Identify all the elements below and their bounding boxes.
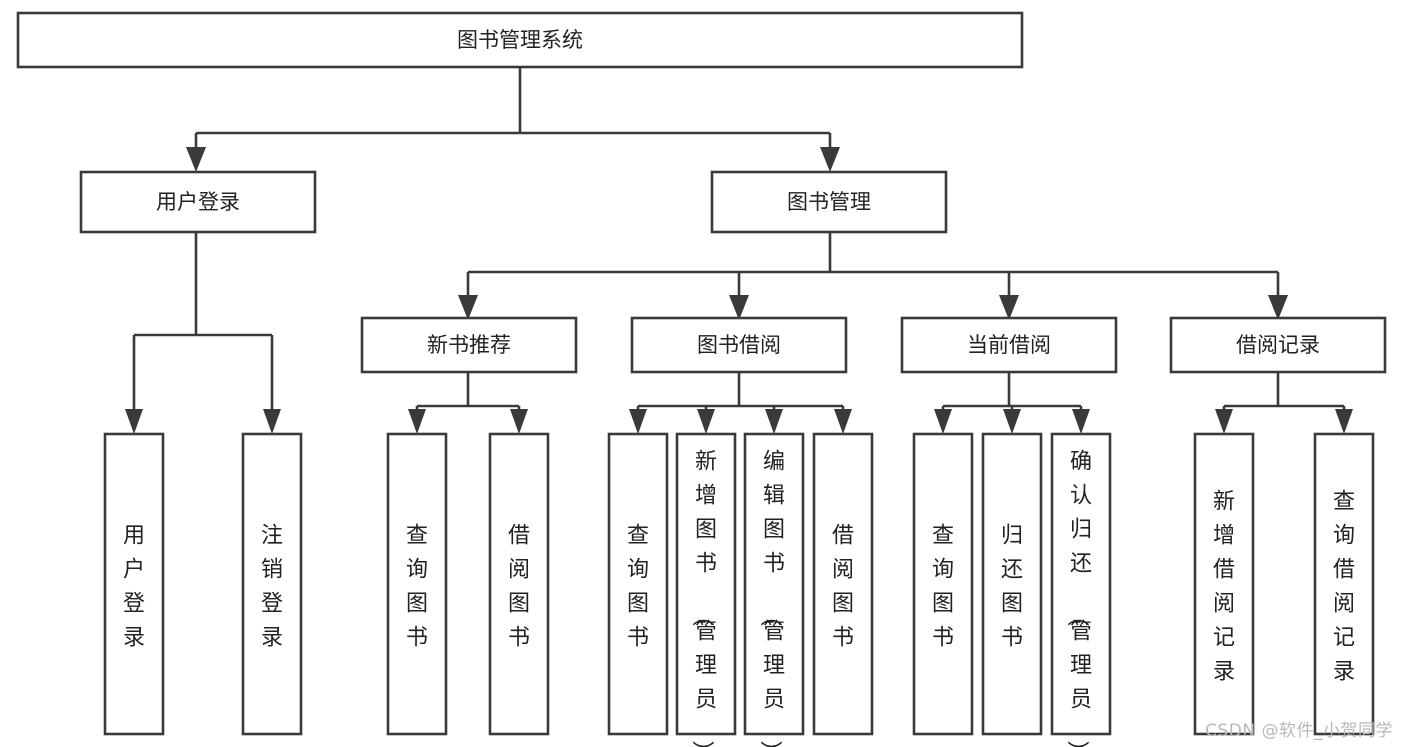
leaf-current-return-label: 归还图书 [1001, 524, 1023, 651]
arrow-user-leaf-2 [263, 409, 281, 434]
leaf-record-add-box[interactable] [1193, 432, 1255, 736]
leaf-borrow-borrow-box[interactable] [812, 432, 874, 736]
arrow-root-to-book [820, 147, 840, 172]
node-borrow-record-label: 借阅记录 [1236, 333, 1320, 357]
node-book-management-label: 图书管理 [787, 190, 871, 214]
leaf-record-query-box[interactable] [1313, 432, 1375, 736]
leaf-borrow-add-label: 新增图书（管理员） [689, 450, 717, 747]
leaf-user-logout-label: 注销登录 [261, 524, 283, 651]
arrow-record-leaf-1 [1215, 409, 1233, 434]
leaf-borrow-edit[interactable]: 编辑图书（管理员） [743, 432, 805, 747]
node-root-label: 图书管理系统 [457, 28, 583, 52]
node-user-login[interactable]: 用户登录 [79, 170, 317, 234]
leaf-current-return-box[interactable] [981, 432, 1043, 736]
leaf-record-add-label: 新增借阅记录 [1213, 490, 1235, 685]
node-user-login-label: 用户登录 [156, 190, 240, 214]
node-root-box[interactable] [16, 11, 1024, 69]
leaf-borrow-add[interactable]: 新增图书（管理员） [675, 432, 737, 747]
node-current-borrow-box[interactable] [900, 316, 1118, 374]
leaf-user-login-login-box[interactable] [103, 432, 165, 736]
arrow-user-leaf-1 [125, 409, 143, 434]
node-new-book-recommend[interactable]: 新书推荐 [360, 316, 578, 374]
leaf-user-logout-box[interactable] [241, 432, 303, 736]
leaf-current-confirm-return[interactable]: 确认归还（管理员） [1050, 432, 1112, 747]
arrow-newbook-leaf-1 [408, 409, 426, 434]
arrow-newbook-leaf-2 [510, 409, 528, 434]
leaf-current-return[interactable]: 归还图书 [981, 432, 1043, 736]
leaf-record-query-label: 查询借阅记录 [1333, 490, 1355, 685]
leaf-user-login-login[interactable]: 用户登录 [103, 432, 165, 736]
node-book-borrow[interactable]: 图书借阅 [630, 316, 848, 374]
node-book-borrow-box[interactable] [630, 316, 848, 374]
leaf-borrow-edit-box[interactable] [743, 432, 805, 736]
node-current-borrow[interactable]: 当前借阅 [900, 316, 1118, 374]
leaf-newbook-query[interactable]: 查询图书 [386, 432, 448, 736]
arrow-borrow-leaf-2 [697, 409, 715, 434]
leaf-current-confirm-return-label: 确认归还（管理员） [1064, 450, 1092, 747]
leaf-newbook-borrow-label: 借阅图书 [508, 524, 530, 651]
leaf-borrow-query-label: 查询图书 [627, 524, 649, 651]
arrow-book-to-l3-3 [999, 295, 1019, 320]
node-user-login-box[interactable] [79, 170, 317, 234]
leaf-newbook-borrow[interactable]: 借阅图书 [488, 432, 550, 736]
node-current-borrow-label: 当前借阅 [967, 333, 1051, 357]
node-book-management[interactable]: 图书管理 [710, 170, 948, 234]
node-root[interactable]: 图书管理系统 [16, 11, 1024, 69]
connector-layer [125, 67, 1353, 434]
leaf-user-logout[interactable]: 注销登录 [241, 432, 303, 736]
arrow-record-leaf-2 [1335, 409, 1353, 434]
leaf-newbook-borrow-box[interactable] [488, 432, 550, 736]
arrow-borrow-leaf-3 [765, 409, 783, 434]
arrow-book-to-l3-4 [1268, 295, 1288, 320]
leaf-newbook-query-label: 查询图书 [406, 524, 428, 651]
arrow-current-leaf-2 [1003, 409, 1021, 434]
leaf-borrow-borrow[interactable]: 借阅图书 [812, 432, 874, 736]
arrow-borrow-leaf-1 [629, 409, 647, 434]
node-borrow-record[interactable]: 借阅记录 [1169, 316, 1387, 374]
node-new-book-recommend-box[interactable] [360, 316, 578, 374]
arrow-book-to-l3-2 [729, 295, 749, 320]
leaf-current-confirm-return-box[interactable] [1050, 432, 1112, 736]
leaf-current-query-label: 查询图书 [932, 524, 954, 651]
leaf-user-login-login-label: 用户登录 [123, 524, 145, 651]
leaf-newbook-query-box[interactable] [386, 432, 448, 736]
leaf-borrow-query[interactable]: 查询图书 [607, 432, 669, 736]
arrow-root-to-user [186, 147, 206, 172]
leaf-record-add[interactable]: 新增借阅记录 [1193, 432, 1255, 736]
node-book-management-box[interactable] [710, 170, 948, 234]
node-borrow-record-box[interactable] [1169, 316, 1387, 374]
leaf-borrow-query-box[interactable] [607, 432, 669, 736]
arrow-borrow-leaf-4 [834, 409, 852, 434]
leaf-current-query[interactable]: 查询图书 [912, 432, 974, 736]
node-book-borrow-label: 图书借阅 [697, 333, 781, 357]
leaf-borrow-borrow-label: 借阅图书 [832, 524, 854, 651]
arrow-current-leaf-1 [934, 409, 952, 434]
arrow-current-leaf-3 [1072, 409, 1090, 434]
leaf-current-query-box[interactable] [912, 432, 974, 736]
arrow-book-to-l3-1 [458, 295, 478, 320]
leaf-borrow-add-box[interactable] [675, 432, 737, 736]
node-new-book-recommend-label: 新书推荐 [427, 333, 511, 357]
leaf-borrow-edit-label: 编辑图书（管理员） [757, 450, 785, 747]
leaf-record-query[interactable]: 查询借阅记录 [1313, 432, 1375, 736]
